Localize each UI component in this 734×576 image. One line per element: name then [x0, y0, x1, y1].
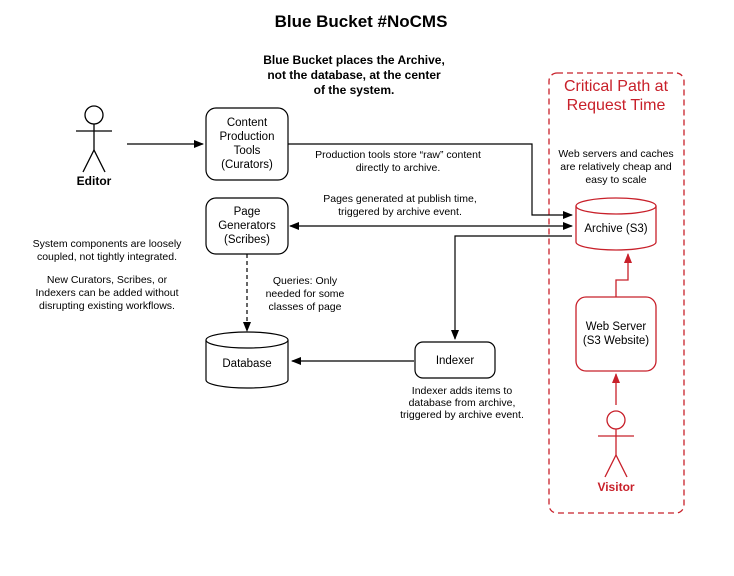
web-server-label: (S3 Website) [583, 335, 649, 347]
critical-path-title: Request Time [567, 97, 666, 114]
visitor-label: Visitor [597, 480, 634, 494]
production-note: Production tools store “raw” content [315, 149, 481, 161]
subtitle-line: not the database, at the center [267, 68, 441, 82]
pages-note: Pages generated at publish time, [323, 193, 477, 205]
archive-label: Archive (S3) [584, 223, 647, 235]
indexer-note: Indexer adds items to [412, 385, 513, 397]
editor-actor [76, 105, 112, 173]
editor-label: Editor [77, 174, 112, 188]
indexer-label: Indexer [436, 355, 475, 367]
archive-cylinder [575, 197, 657, 251]
queries-note: Queries: Only [273, 275, 338, 287]
web-server-box [575, 296, 657, 372]
extend-note: Indexers can be added without [35, 287, 178, 299]
coupling-note: System components are loosely [33, 238, 183, 250]
queries-note: needed for some [266, 288, 345, 300]
indexer-note: triggered by archive event. [400, 409, 524, 421]
critical-path-note: easy to scale [585, 174, 646, 186]
archive-to-indexer-arrow [451, 235, 572, 340]
coupling-note: coupled, not tightly integrated. [37, 251, 177, 263]
content-tools-label: Tools [234, 145, 261, 157]
tools-to-archive-arrow [288, 143, 573, 219]
web-server-label: Web Server [586, 321, 647, 333]
extend-note: disrupting existing workflows. [39, 300, 175, 312]
indexer-note: database from archive, [409, 397, 516, 409]
pages-note: triggered by archive event. [338, 206, 462, 218]
critical-path-note: are relatively cheap and [560, 161, 672, 173]
database-cylinder [205, 331, 289, 389]
critical-path-title: Critical Path at [564, 78, 669, 95]
editor-head-icon [84, 105, 104, 125]
page-generators-label: Page [234, 206, 261, 218]
webserver-to-archive-arrow [615, 253, 632, 297]
diagram-title: Blue Bucket #NoCMS [275, 12, 448, 31]
diagram-subtitle: Blue Bucket places the Archive, not the … [263, 53, 445, 97]
production-note: directly to archive. [356, 162, 441, 174]
content-tools-label: Content [227, 117, 268, 129]
page-generators-label: Generators [218, 220, 276, 232]
visitor-head-icon [606, 410, 626, 430]
extend-note: New Curators, Scribes, or [47, 274, 168, 286]
indexer-box [414, 341, 496, 379]
visitor-actor [598, 410, 634, 478]
critical-path-note: Web servers and caches [558, 148, 673, 160]
subtitle-line: of the system. [314, 83, 395, 97]
content-tools-label: (Curators) [221, 159, 273, 171]
queries-note: classes of page [269, 301, 342, 313]
database-label: Database [222, 358, 271, 370]
critical-path-region [548, 72, 685, 514]
content-tools-label: Production [220, 131, 275, 143]
page-generators-label: (Scribes) [224, 234, 270, 246]
subtitle-line: Blue Bucket places the Archive, [263, 53, 445, 67]
